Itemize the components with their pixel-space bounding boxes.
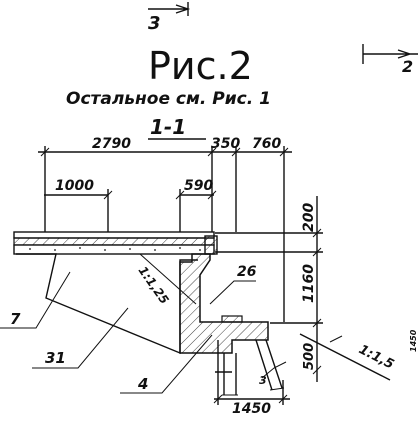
slab-end-block — [204, 235, 218, 255]
slab-dots — [29, 247, 201, 251]
slope-1-1-25: 1:1,25 — [136, 264, 172, 307]
leader-31 — [32, 307, 129, 369]
slab-concrete-layer — [13, 244, 215, 255]
leader-7 — [0, 271, 71, 329]
cut-mark-right-number: 2 — [402, 57, 413, 76]
wall-cap — [221, 315, 243, 323]
pile-2 — [255, 339, 283, 391]
callout-4: 4 — [137, 375, 148, 393]
dim-1160: 1160 — [301, 264, 317, 303]
cut-mark-right-arrow — [362, 44, 418, 64]
cut-mark-left-arrow — [148, 2, 191, 16]
figure-subtitle: Остальное см. Рис. 1 — [66, 89, 271, 109]
embankment-body — [16, 253, 198, 355]
slab-hatched-layer — [13, 237, 215, 246]
dim-1000: 1000 — [55, 178, 94, 194]
slope-1-1-5: 1:1,5 — [356, 342, 396, 372]
section-label: 1-1 — [150, 115, 186, 139]
leader-4 — [120, 334, 213, 394]
edge-dim-1450: 1450 — [409, 329, 418, 352]
retaining-wall — [179, 253, 269, 354]
dim-350: 350 — [211, 136, 240, 152]
dim-500: 500 — [302, 343, 317, 370]
callout-26: 26 — [237, 264, 257, 280]
callout-7: 7 — [10, 310, 21, 328]
dim-200: 200 — [301, 203, 317, 232]
cut-mark-left-number: 3 — [148, 13, 161, 34]
slab-top-layer — [13, 231, 215, 239]
callout-3: 3 — [259, 374, 267, 387]
dim-760: 760 — [252, 136, 281, 152]
leader-3 — [261, 361, 287, 379]
dim-2790: 2790 — [92, 136, 131, 152]
dim-590: 590 — [184, 178, 213, 194]
leader-26 — [209, 280, 256, 305]
figure-title: Рис.2 — [148, 44, 253, 88]
pile-1 — [223, 353, 237, 395]
dim-1450: 1450 — [232, 401, 271, 417]
callout-31: 31 — [45, 349, 66, 367]
